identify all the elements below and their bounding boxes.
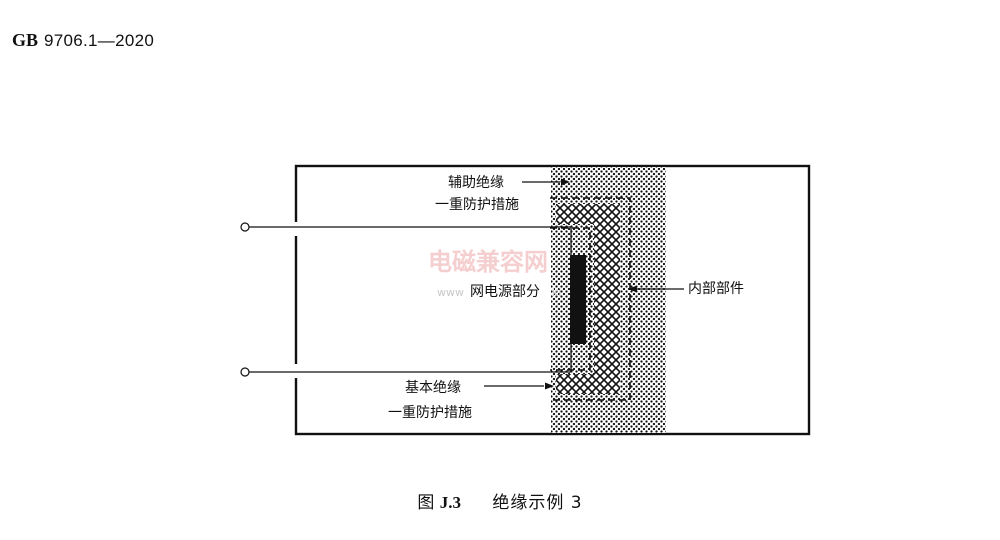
caption-title: 绝缘示例 3 <box>492 493 583 513</box>
label-one-mop-bottom: 一重防护措施 <box>388 405 472 421</box>
arrowhead-supplementary <box>561 178 570 186</box>
watermark-text: 电磁兼容网 <box>428 248 548 276</box>
watermark-url-suffix: ki <box>552 286 561 299</box>
figure-caption: 图 J.3 绝缘示例 3 <box>0 488 1000 513</box>
dashed-boundary-inner <box>550 227 591 371</box>
document-header: GB 9706.1—2020 <box>12 30 154 51</box>
standard-prefix: GB <box>12 30 39 50</box>
label-basic-insulation: 基本绝缘 <box>405 379 461 396</box>
caption-figure-id: J.3 <box>439 493 461 512</box>
label-internal-part: 内部部件 <box>688 281 744 297</box>
watermark-url: www <box>437 286 464 299</box>
standard-number: 9706.1—2020 <box>44 31 155 50</box>
arrowhead-basic-insulation <box>545 382 554 390</box>
terminal-bottom <box>240 367 250 377</box>
wall-gap-bottom <box>294 364 299 378</box>
caption-figure-word: 图 <box>417 493 435 513</box>
terminal-top <box>240 222 250 232</box>
basic-insulation-region <box>556 204 620 394</box>
mains-part-bar <box>570 255 586 344</box>
label-supplementary-insulation: 辅助绝缘 <box>448 175 504 191</box>
label-mains-part: 网电源部分 <box>470 284 540 300</box>
label-one-mop-top: 一重防护措施 <box>435 197 519 213</box>
dashed-boundary-outer <box>550 197 631 401</box>
arrowhead-internal-part <box>628 285 637 293</box>
wall-gap-top <box>294 222 299 236</box>
